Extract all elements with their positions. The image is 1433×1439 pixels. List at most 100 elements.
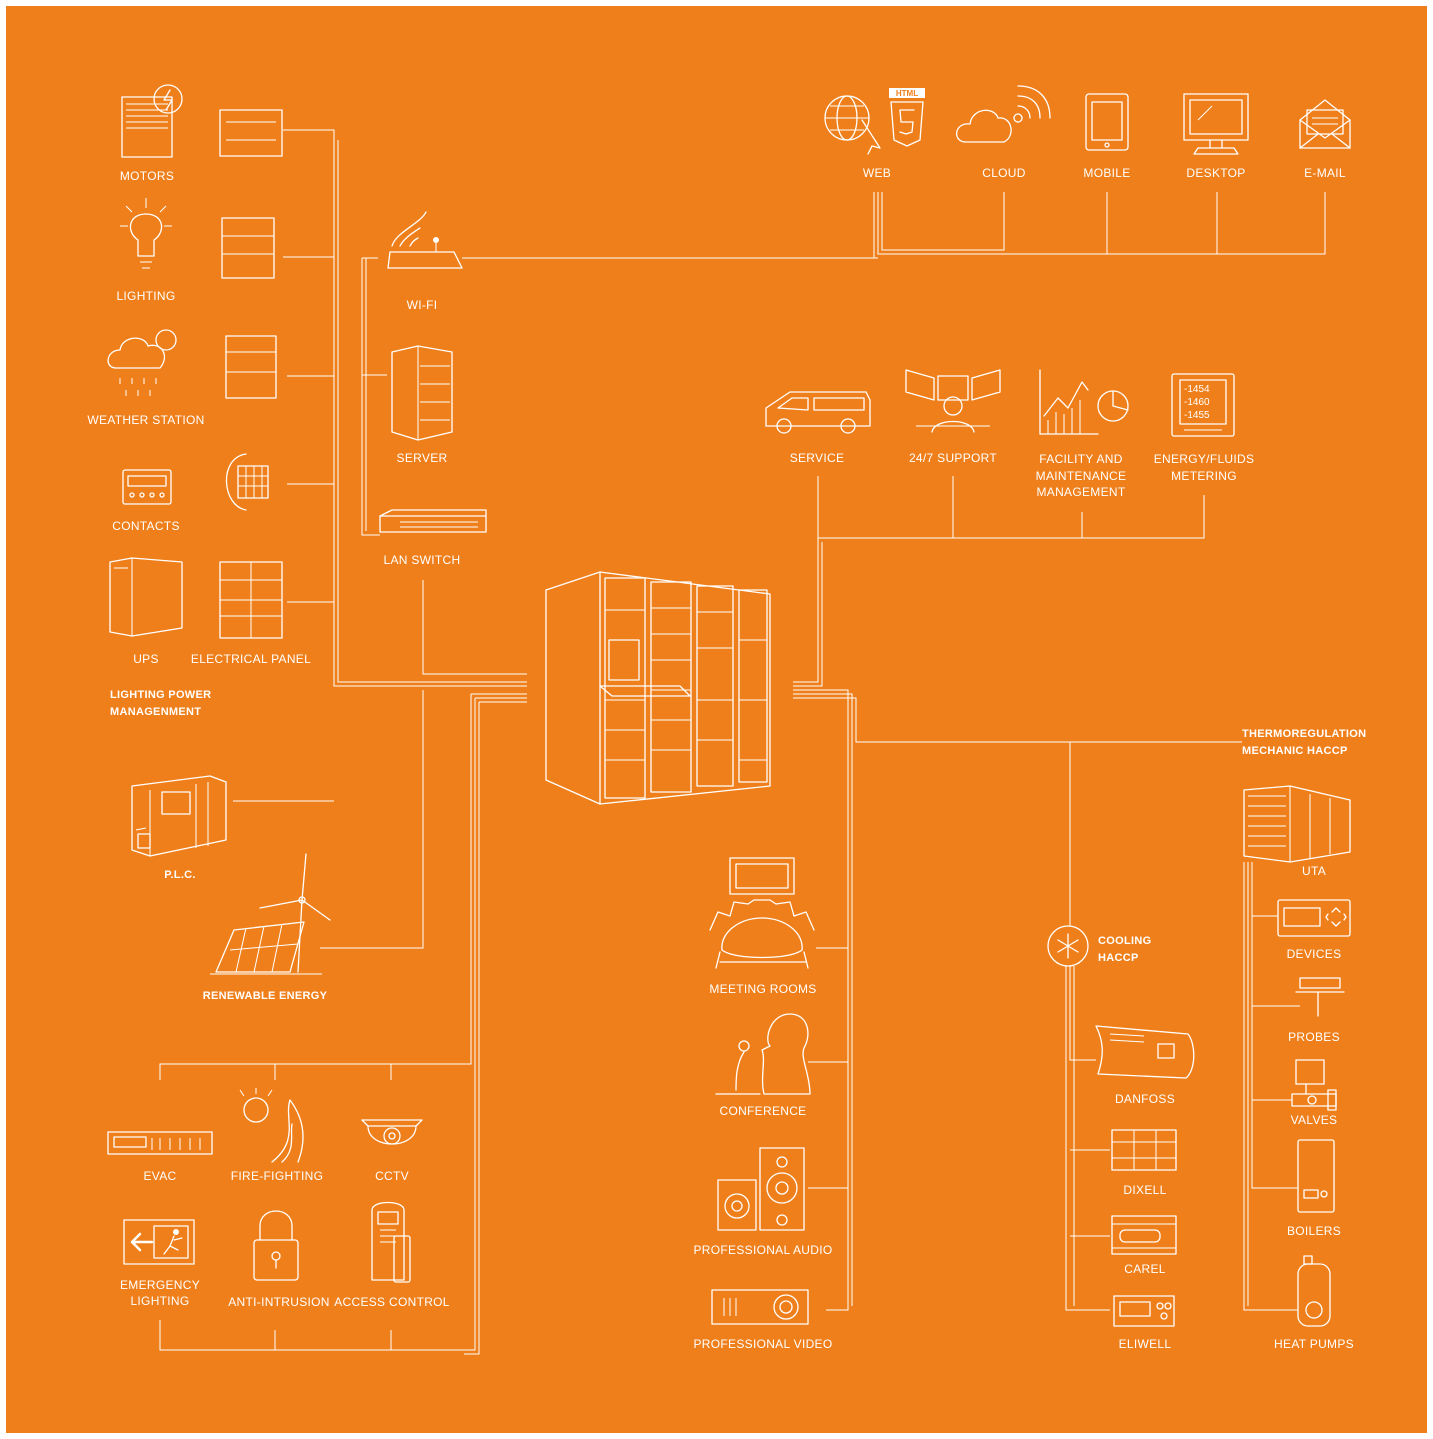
anti-intrusion-node: ANTI-INTRUSION	[228, 1210, 330, 1309]
meter-reading-1: -1454	[1184, 384, 1210, 395]
support-node: 24/7 SUPPORT	[905, 369, 1001, 465]
valves-node: VALVES	[1291, 1059, 1337, 1127]
access-control-node: ACCESS CONTROL	[334, 1201, 449, 1309]
fire-fighting-node: FIRE-FIGHTING	[231, 1088, 323, 1183]
energy-label-1: ENERGY/FLUIDS	[1154, 452, 1255, 466]
motors-node: MOTORS	[120, 84, 283, 183]
web-node: HTML WEB	[824, 88, 925, 180]
energy-metering-node: -1454 -1460 -1455 ENERGY/FLUIDS METERING	[1154, 373, 1255, 483]
eliwell-node: ELIWELL	[1113, 1295, 1175, 1351]
lighting-label: LIGHTING	[116, 289, 175, 303]
html-badge	[889, 88, 925, 98]
room-screen-icon	[729, 857, 795, 895]
tablet-icon	[1085, 93, 1129, 151]
meeting-rooms-label: MEETING ROOMS	[709, 982, 816, 996]
boiler-icon	[1297, 1139, 1335, 1213]
ups-label: UPS	[133, 652, 159, 666]
cloud-node: CLOUD	[956, 85, 1051, 180]
meeting-table-icon	[721, 917, 803, 959]
wind-turbine-icon	[259, 853, 331, 973]
evac-panel-icon	[107, 1131, 213, 1155]
html-badge-text: HTML	[896, 89, 918, 98]
meeting-rooms-node: MEETING ROOMS	[709, 857, 816, 996]
dixell-module-icon	[1111, 1129, 1177, 1171]
wifi-icon	[391, 211, 427, 247]
support-label: 24/7 SUPPORT	[909, 451, 997, 465]
solar-panel-icon	[215, 921, 305, 973]
cloud-icon	[956, 109, 1012, 143]
monitor-icon	[1183, 93, 1249, 141]
boilers-label: BOILERS	[1287, 1224, 1341, 1238]
light-bulb-icon	[129, 213, 163, 257]
desktop-node: DESKTOP	[1183, 93, 1249, 180]
facility-label-3: MANAGEMENT	[1036, 485, 1125, 499]
desktop-label: DESKTOP	[1186, 166, 1245, 180]
multi-monitor-icon	[905, 369, 1001, 401]
ups-panel-node: UPS ELECTRICAL PANEL	[109, 557, 311, 666]
cooling-title-2: HACCP	[1098, 952, 1139, 964]
contacts-label: CONTACTS	[112, 519, 180, 533]
server-label: SERVER	[397, 451, 448, 465]
conference-label: CONFERENCE	[719, 1104, 806, 1118]
cloud-sun-icon	[107, 337, 165, 369]
electrical-panel-label: ELECTRICAL PANEL	[191, 652, 311, 666]
probes-node: PROBES	[1288, 977, 1345, 1044]
energy-label-2: METERING	[1171, 469, 1237, 483]
probes-label: PROBES	[1288, 1030, 1340, 1044]
devices-node: DEVICES	[1277, 899, 1351, 961]
chart-axes-icon	[1039, 369, 1099, 435]
danfoss-node: DANFOSS	[1095, 1025, 1195, 1106]
connector-lines	[159, 129, 1326, 1355]
renewable-energy-node: RENEWABLE ENERGY	[203, 853, 331, 1002]
facility-node: FACILITY AND MAINTENANCE MANAGEMENT	[1036, 369, 1129, 499]
keypad-icon	[225, 453, 247, 511]
weather-station-label: WEATHER STATION	[87, 413, 204, 427]
professional-audio-node: PROFESSIONAL AUDIO	[694, 1147, 833, 1257]
cctv-label: CCTV	[375, 1169, 409, 1183]
operator-icon	[943, 396, 963, 416]
cctv-node: CCTV	[361, 1119, 423, 1183]
router-icon	[387, 251, 463, 269]
professional-audio-label: PROFESSIONAL AUDIO	[694, 1243, 833, 1257]
access-reader-icon	[371, 1201, 405, 1281]
lighting-power-title-2: MANAGENMENT	[110, 706, 201, 718]
weather-station-node: WEATHER STATION	[87, 329, 277, 427]
eliwell-label: ELIWELL	[1119, 1337, 1172, 1351]
lighting-power-title-1: LIGHTING POWER	[110, 689, 211, 701]
danfoss-label: DANFOSS	[1115, 1092, 1175, 1106]
control-device-icon	[1277, 899, 1351, 937]
carel-node: CAREL	[1111, 1215, 1177, 1276]
eliwell-controller-icon	[1113, 1295, 1175, 1327]
dixell-label: DIXELL	[1123, 1183, 1166, 1197]
probe-icon	[1299, 977, 1341, 989]
emergency-lighting-node: EMERGENCY LIGHTING	[120, 1219, 200, 1308]
tower-speaker-icon	[759, 1147, 805, 1231]
small-speaker-icon	[717, 1179, 757, 1231]
energy-meter-icon	[1171, 373, 1235, 437]
meter-reading-3: -1455	[1184, 410, 1210, 421]
mobile-node: MOBILE	[1083, 93, 1130, 180]
heat-pumps-label: HEAT PUMPS	[1274, 1337, 1354, 1351]
service-label: SERVICE	[790, 451, 845, 465]
emergency-label-1: EMERGENCY	[120, 1278, 200, 1292]
uta-label: UTA	[1302, 864, 1326, 878]
plc-label: P.L.C.	[164, 869, 196, 881]
carel-label: CAREL	[1124, 1262, 1166, 1276]
lan-switch-label: LAN SWITCH	[383, 553, 460, 567]
devices-label: DEVICES	[1287, 947, 1342, 961]
panel-background	[6, 6, 1427, 1433]
thermo-title-2: MECHANIC HACCP	[1242, 745, 1348, 757]
envelope-icon	[1299, 99, 1351, 149]
plc-node: P.L.C.	[131, 775, 227, 881]
contacts-node: CONTACTS	[112, 453, 269, 533]
din-module-icon	[225, 335, 277, 399]
flame-icon	[271, 1099, 304, 1163]
central-control-cabinet	[545, 571, 771, 805]
relay-module-icon	[219, 109, 283, 157]
fire-bell-icon	[243, 1097, 269, 1123]
anti-intrusion-label: ANTI-INTRUSION	[228, 1295, 330, 1309]
uta-node: UTA	[1243, 785, 1351, 878]
carel-controller-icon	[1111, 1215, 1177, 1255]
lighting-node: LIGHTING	[116, 198, 275, 303]
